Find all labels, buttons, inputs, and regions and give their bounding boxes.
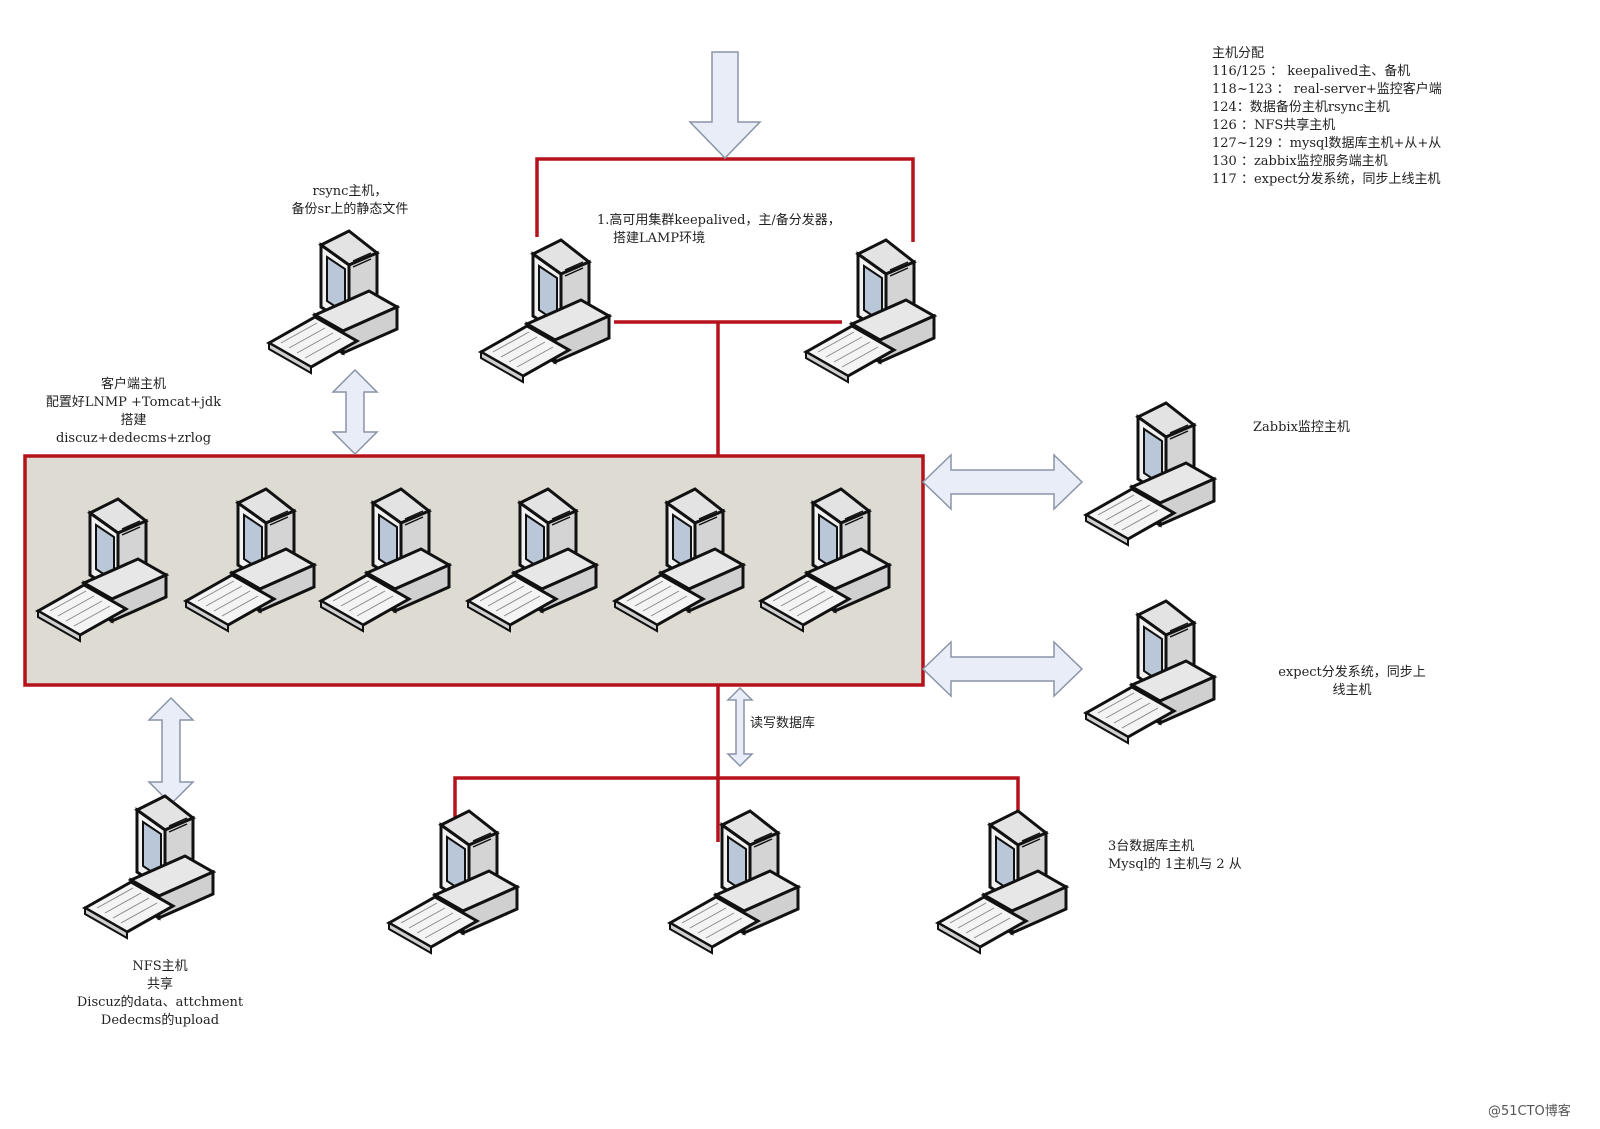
client-host-label: 客户端主机 配置好LNMP +Tomcat+jdk 搭建 discuz+dede… bbox=[45, 377, 222, 446]
desktop-computer-icon bbox=[83, 794, 215, 940]
desktop-computer-icon bbox=[267, 229, 399, 375]
legend-line: 118~123 ： real-server+监控客户端 bbox=[1212, 82, 1442, 97]
legend-line: 116/125 ： keepalived主、备机 bbox=[1212, 64, 1411, 79]
incoming-traffic-arrow bbox=[688, 51, 762, 160]
desktop-computer-icon bbox=[387, 809, 519, 955]
legend-line: 126 ：NFS共享主机 bbox=[1212, 118, 1336, 133]
real-server-cluster-box bbox=[23, 454, 925, 687]
expect-sync-arrow bbox=[921, 640, 1084, 698]
desktop-computer-icon bbox=[1084, 401, 1216, 547]
legend-line: 130 ：zabbix监控服务端主机 bbox=[1212, 154, 1388, 169]
desktop-computer-icon bbox=[804, 238, 936, 384]
zabbix-host-label: Zabbix监控主机 bbox=[1253, 420, 1350, 435]
host-allocation-legend: 主机分配 116/125 ： keepalived主、备机 118~123 ： … bbox=[1212, 45, 1442, 189]
db-readwrite-label: 读写数据库 bbox=[750, 716, 816, 731]
desktop-computer-icon bbox=[936, 809, 1068, 955]
legend-line: 117 ：expect分发系统，同步上线主机 bbox=[1212, 172, 1441, 187]
desktop-computer-icon bbox=[668, 809, 800, 955]
zabbix-monitor-arrow bbox=[921, 453, 1084, 511]
legend-line: 124：数据备份主机rsync主机 bbox=[1212, 100, 1390, 115]
desktop-computer-icon bbox=[1084, 599, 1216, 745]
desktop-computer-icon bbox=[479, 238, 611, 384]
legend-line: 127~129 ：mysql数据库主机+从+从 bbox=[1212, 136, 1442, 151]
nfs-share-arrow bbox=[147, 696, 195, 806]
watermark: @51CTO博客 bbox=[1488, 1104, 1571, 1119]
rsync-host-label: rsync主机， 备份sr上的静态文件 bbox=[291, 184, 409, 217]
nfs-host-label: NFS主机 共享 Discuz的data、attchment Dedecms的u… bbox=[76, 959, 244, 1028]
keepalived-label: 1.高可用集群keepalived，主/备分发器， 搭建LAMP环境 bbox=[597, 213, 841, 246]
legend-title: 主机分配 bbox=[1212, 46, 1265, 61]
db-readwrite-arrow bbox=[726, 686, 754, 768]
database-hosts-label: 3台数据库主机 Mysql的 1主机与 2 从 bbox=[1108, 839, 1242, 872]
rsync-sync-arrow bbox=[331, 368, 379, 456]
expect-host-label: expect分发系统，同步上 线主机 bbox=[1278, 665, 1426, 698]
